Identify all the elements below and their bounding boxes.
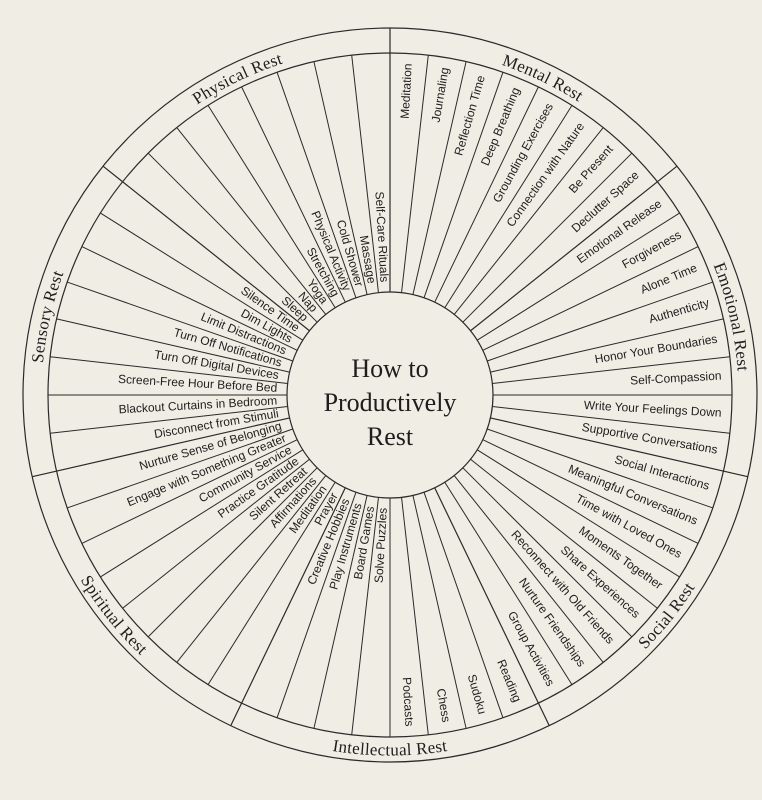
spoke	[176, 127, 327, 315]
spoke	[50, 356, 288, 384]
spoke	[487, 281, 713, 362]
spoke	[56, 318, 290, 373]
spoke	[147, 467, 318, 638]
activity-self-care-rituals: Self-Care Rituals	[372, 191, 391, 282]
spoke	[401, 55, 429, 293]
spoke	[67, 281, 293, 362]
activity-authenticity: Authenticity	[647, 296, 710, 327]
category-social-rest: Social Rest	[634, 579, 698, 653]
divider-social-rest	[490, 417, 748, 478]
spoke	[476, 212, 680, 341]
spoke	[176, 475, 327, 663]
activity-podcasts: Podcasts	[400, 677, 417, 727]
spoke	[276, 72, 357, 298]
spoke	[492, 356, 730, 384]
title-line-3: Rest	[367, 422, 414, 451]
spoke	[470, 458, 658, 609]
activity-be-present: Be Present	[566, 142, 616, 196]
category-sensory-rest: Sensory Rest	[28, 268, 67, 364]
spoke	[476, 449, 680, 578]
activity-solve-puzzles: Solve Puzzles	[372, 507, 390, 583]
activity-reflection-time: Reflection Time	[451, 74, 487, 158]
spoke	[100, 212, 304, 341]
spoke	[423, 492, 504, 718]
spoke	[351, 55, 379, 293]
spoke	[444, 105, 573, 309]
spoke	[81, 439, 298, 544]
spoke	[434, 86, 539, 303]
title-line-2: Productively	[324, 388, 457, 417]
spoke	[482, 439, 699, 544]
spoke	[462, 467, 633, 638]
category-dividers	[32, 28, 748, 726]
spoke	[313, 61, 368, 295]
divider-sensory-rest	[32, 417, 290, 478]
activity-sudoku: Sudoku	[465, 673, 490, 716]
activity-self-compassion: Self-Compassion	[630, 369, 722, 388]
category-ring	[47, 52, 733, 738]
center-ring	[286, 291, 494, 499]
spoke	[401, 497, 429, 735]
spoke	[453, 127, 604, 315]
category-intellectual-rest: Intellectual Rest	[332, 736, 449, 760]
activity-honor-your-boundaries: Honor Your Boundaries	[594, 332, 719, 367]
spoke	[423, 72, 504, 298]
title-line-1: How to	[351, 354, 428, 383]
activity-write-your-feelings-down: Write Your Feelings Down	[583, 398, 721, 420]
spoke	[122, 458, 310, 609]
activity-chess: Chess	[434, 687, 453, 723]
outer-ring	[22, 27, 758, 763]
activity-meditation: Meditation	[398, 63, 415, 119]
category-spiritual-rest: Spiritual Rest	[77, 572, 151, 659]
spoke	[444, 481, 573, 685]
divider-intellectual-rest	[434, 487, 550, 726]
spoke	[241, 86, 346, 303]
spoke	[487, 428, 713, 509]
spoke	[492, 406, 730, 434]
spoke	[207, 105, 336, 309]
spoke	[351, 497, 379, 735]
spoke	[207, 481, 336, 685]
category-emotional-rest: Emotional Rest	[710, 260, 753, 372]
spokes	[48, 55, 732, 737]
spoke	[453, 475, 604, 663]
spoke	[482, 246, 699, 351]
spoke	[412, 495, 467, 729]
spoke	[147, 152, 318, 323]
divider-spiritual-rest	[230, 487, 346, 726]
spoke	[81, 246, 298, 351]
activity-journaling: Journaling	[429, 66, 452, 123]
spoke	[67, 428, 293, 509]
activity-forgiveness: Forgiveness	[620, 228, 684, 272]
spoke	[50, 406, 288, 434]
spoke	[100, 449, 304, 578]
activity-supportive-conversations: Supportive Conversations	[581, 420, 719, 457]
divider-emotional-rest	[470, 165, 678, 332]
spoke	[412, 61, 467, 295]
spoke	[313, 495, 368, 729]
activity-alone-time: Alone Time	[638, 261, 699, 297]
spoke	[276, 492, 357, 718]
divider-physical-rest	[102, 165, 310, 332]
spoke	[490, 318, 724, 373]
spoke	[462, 152, 633, 323]
